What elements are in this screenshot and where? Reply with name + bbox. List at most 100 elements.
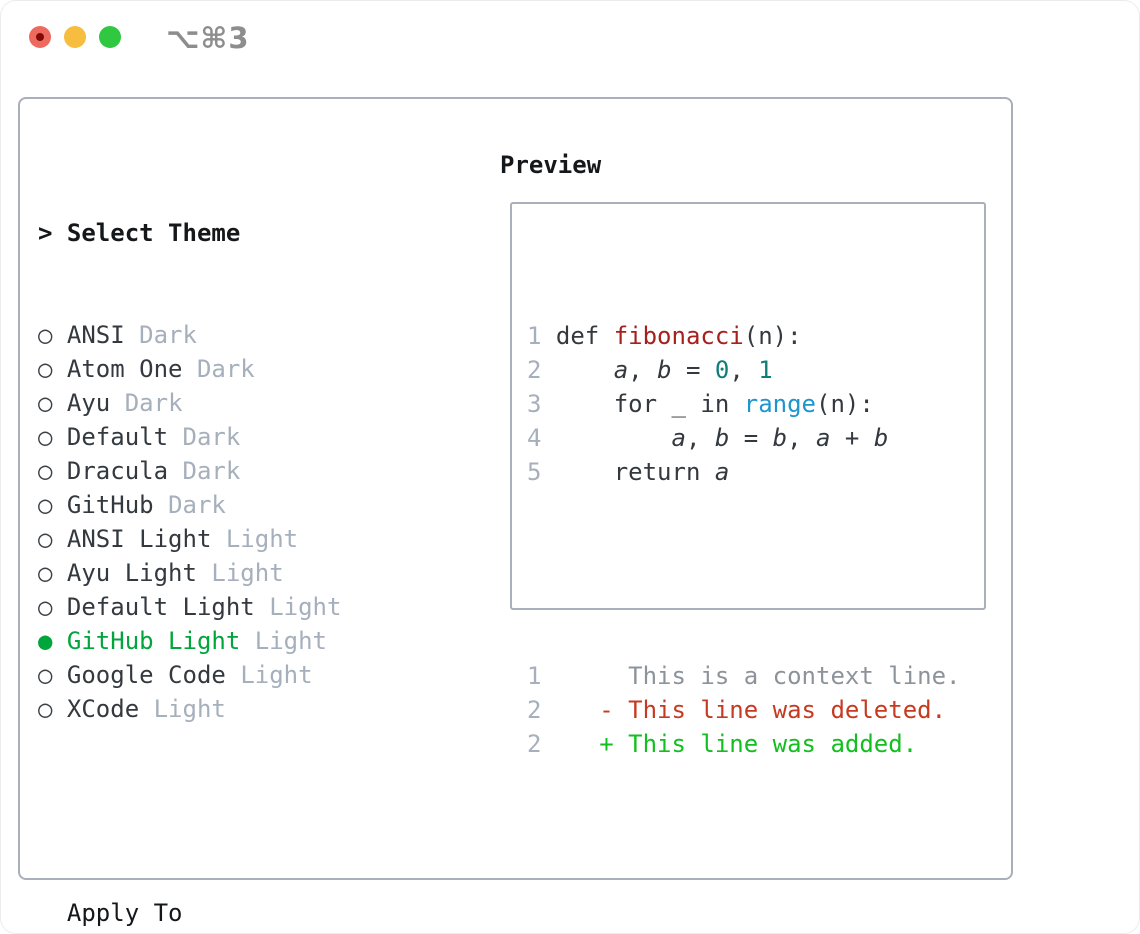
diff-text: - This line was deleted. [555, 696, 947, 724]
radio-icon: ○ [38, 457, 53, 485]
theme-name: GitHub [66, 491, 154, 519]
line-number: 5 [527, 458, 556, 486]
theme-name: ANSI [66, 321, 125, 349]
theme-item-default[interactable]: ○ Default Dark [38, 420, 443, 454]
code-token: fibonacci [613, 322, 744, 350]
code-token: , [729, 356, 759, 384]
code-line: 5 return a [527, 455, 960, 489]
code-token: (n): [816, 390, 874, 418]
line-number: 2 [527, 696, 556, 724]
theme-item-ansi[interactable]: ○ ANSI Dark [38, 318, 443, 352]
theme-variant: Light [254, 627, 327, 655]
radio-icon: ○ [38, 695, 53, 723]
radio-icon: ○ [38, 423, 53, 451]
code-token: (n): [743, 322, 802, 350]
preview-pane [510, 202, 986, 610]
line-number: 2 [527, 356, 556, 384]
prompt-caret-icon: > [38, 219, 53, 247]
code-token: a [613, 356, 629, 384]
code-token: 1 [758, 356, 773, 384]
theme-name: Ayu Light [66, 559, 197, 587]
theme-name: Google Code [66, 661, 226, 689]
code-token: + [830, 424, 874, 452]
radio-icon: ○ [38, 661, 53, 689]
theme-variant: Dark [182, 457, 241, 485]
select-theme-title: Select Theme [66, 219, 241, 247]
theme-variant: Light [225, 525, 299, 553]
theme-item-atom-one[interactable]: ○ Atom One Dark [38, 352, 443, 386]
theme-variant: Dark [139, 321, 197, 349]
code-token [556, 356, 614, 384]
apply-to-header: Apply To [38, 896, 443, 930]
theme-variant: Dark [182, 423, 241, 451]
theme-item-ansi-light[interactable]: ○ ANSI Light Light [38, 522, 443, 556]
line-number: 1 [527, 322, 556, 350]
theme-list-column: > Select Theme ○ ANSI Dark○ Atom One Dar… [38, 148, 443, 934]
line-number: 3 [527, 390, 556, 418]
radio-icon: ○ [38, 389, 53, 417]
theme-variant: Light [269, 593, 342, 621]
diff-line-context: 1 This is a context line. [527, 659, 960, 693]
theme-name: Ayu [66, 389, 111, 417]
spacer [38, 794, 443, 828]
theme-variant: Light [153, 695, 226, 723]
diff-text: + This line was added. [555, 730, 918, 758]
code-token: , [628, 356, 658, 384]
code-token: b [657, 356, 672, 384]
theme-item-ayu-light[interactable]: ○ Ayu Light Light [38, 556, 443, 590]
code-token: = [671, 356, 715, 384]
radio-icon: ○ [38, 491, 53, 519]
code-token: 0 [714, 356, 730, 384]
theme-list: ○ ANSI Dark○ Atom One Dark○ Ayu Dark○ De… [38, 318, 443, 726]
diff-text: This is a context line. [555, 662, 961, 690]
close-button[interactable] [29, 26, 51, 48]
theme-name: GitHub Light [66, 627, 241, 655]
maximize-button[interactable] [99, 26, 121, 48]
code-line: 1 def fibonacci(n): [527, 319, 960, 353]
theme-variant: Light [211, 559, 284, 587]
code-token: a [671, 424, 686, 452]
radio-icon: ○ [38, 355, 53, 383]
theme-item-dracula[interactable]: ○ Dracula Dark [38, 454, 443, 488]
theme-item-google-code[interactable]: ○ Google Code Light [38, 658, 443, 692]
diff-line-deleted: 2 - This line was deleted. [527, 693, 960, 727]
diff-line-added: 2 + This line was added. [527, 727, 960, 761]
code-token: return [555, 458, 715, 486]
radio-selected-icon: ● [38, 627, 53, 655]
theme-variant: Light [240, 661, 313, 689]
code-token: range [743, 390, 816, 418]
theme-variant: Dark [124, 389, 183, 417]
radio-icon: ○ [38, 321, 53, 349]
code-token: a [714, 458, 730, 486]
code-token: = [729, 424, 773, 452]
theme-item-github[interactable]: ○ GitHub Dark [38, 488, 443, 522]
code-line: 4 a, b = b, a + b [527, 421, 960, 455]
theme-name: ANSI Light [66, 525, 212, 553]
theme-name: Atom One [66, 355, 183, 383]
titlebar: ⌥⌘3 [0, 0, 1140, 74]
code-token: for _ in [555, 390, 744, 418]
code-token: a [816, 424, 831, 452]
theme-item-xcode[interactable]: ○ XCode Light [38, 692, 443, 726]
theme-variant: Dark [196, 355, 255, 383]
theme-item-default-light[interactable]: ○ Default Light Light [38, 590, 443, 624]
window-shortcut-label: ⌥⌘3 [166, 21, 250, 55]
line-number: 4 [527, 424, 556, 452]
code-token: b [714, 424, 730, 452]
minimize-button[interactable] [64, 26, 86, 48]
line-number: 2 [527, 730, 556, 758]
theme-item-ayu[interactable]: ○ Ayu Dark [38, 386, 443, 420]
code-token: b [873, 424, 889, 452]
radio-icon: ○ [38, 593, 53, 621]
preview-title: Preview [500, 151, 602, 179]
theme-item-github-light[interactable]: ● GitHub Light Light [38, 624, 443, 658]
apply-to-title: Apply To [66, 899, 183, 927]
code-line: 2 a, b = 0, 1 [527, 353, 960, 387]
theme-name: XCode [66, 695, 140, 723]
theme-name: Dracula [66, 457, 169, 485]
code-token: , [685, 424, 715, 452]
diff-lines: 1 This is a context line.2 - This line w… [527, 659, 960, 761]
